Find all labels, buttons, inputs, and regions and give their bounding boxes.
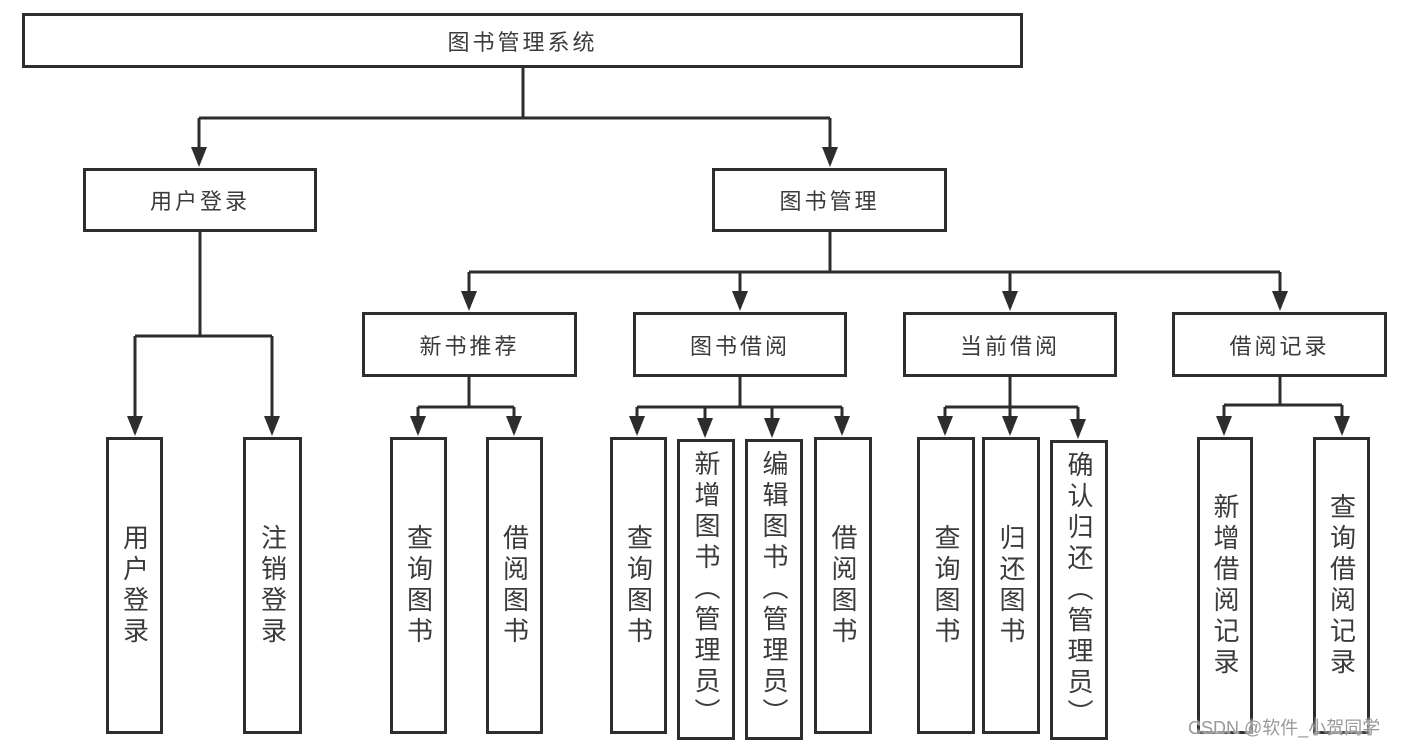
leaf-label-query-books-recommend: 查询图书: [403, 523, 434, 648]
leaf-query-books-recommend: 查询图书: [390, 437, 447, 734]
leaf-confirm-return-admin: 确认归还（管理员）: [1050, 440, 1108, 740]
node-box-book-management: 图书管理: [712, 168, 947, 232]
arrowheads: [127, 147, 1350, 439]
leaf-add-borrow-record: 新增借阅记录: [1197, 437, 1253, 734]
node-label-book-management: 图书管理: [779, 189, 880, 214]
node-box-root: 图书管理系统: [22, 13, 1023, 68]
leaf-label-logout: 注销登录: [257, 523, 288, 648]
leaf-label-edit-books-admin: 编辑图书（管理员）: [759, 450, 789, 729]
node-label-current-borrowing: 当前借阅: [959, 333, 1060, 359]
leaf-label-query-books-borrowing: 查询图书: [623, 523, 654, 648]
leaf-label-user-login: 用户登录: [119, 523, 150, 648]
leaf-label-query-borrow-record: 查询借阅记录: [1326, 492, 1357, 679]
node-label-book-borrowing: 图书借阅: [689, 333, 790, 359]
node-box-new-book-recommend: 新书推荐: [362, 312, 577, 377]
leaf-user-login: 用户登录: [106, 437, 163, 734]
node-label-new-book-recommend: 新书推荐: [419, 333, 520, 359]
node-box-book-borrowing: 图书借阅: [633, 312, 847, 377]
leaf-borrow-books-borrowing: 借阅图书: [814, 437, 872, 734]
leaf-logout: 注销登录: [243, 437, 302, 734]
leaf-label-add-books-admin: 新增图书（管理员）: [691, 450, 721, 729]
csdn-watermark: CSDN @软件_小贺同学: [1188, 718, 1381, 738]
leaf-label-add-borrow-record: 新增借阅记录: [1210, 492, 1240, 679]
leaf-label-query-books-current: 查询图书: [931, 523, 961, 648]
leaf-label-confirm-return-admin: 确认归还（管理员）: [1064, 450, 1094, 730]
leaf-label-borrow-books-borrowing: 借阅图书: [828, 523, 858, 648]
leaf-add-books-admin: 新增图书（管理员）: [677, 439, 735, 740]
leaf-query-books-borrowing: 查询图书: [610, 437, 667, 734]
node-label-root: 图书管理系统: [447, 29, 598, 55]
node-label-borrow-records: 借阅记录: [1229, 333, 1330, 359]
leaf-borrow-books-recommend: 借阅图书: [486, 437, 543, 734]
leaf-label-return-books: 归还图书: [996, 523, 1026, 648]
node-box-user-login: 用户登录: [83, 168, 317, 232]
node-label-user-login: 用户登录: [149, 189, 250, 214]
leaf-edit-books-admin: 编辑图书（管理员）: [745, 439, 803, 740]
node-box-borrow-records: 借阅记录: [1172, 312, 1387, 377]
leaf-query-borrow-record: 查询借阅记录: [1313, 437, 1370, 734]
leaf-return-books: 归还图书: [982, 437, 1040, 734]
node-box-current-borrowing: 当前借阅: [903, 312, 1117, 377]
leaf-label-borrow-books-recommend: 借阅图书: [499, 523, 530, 648]
leaf-query-books-current: 查询图书: [917, 437, 975, 734]
